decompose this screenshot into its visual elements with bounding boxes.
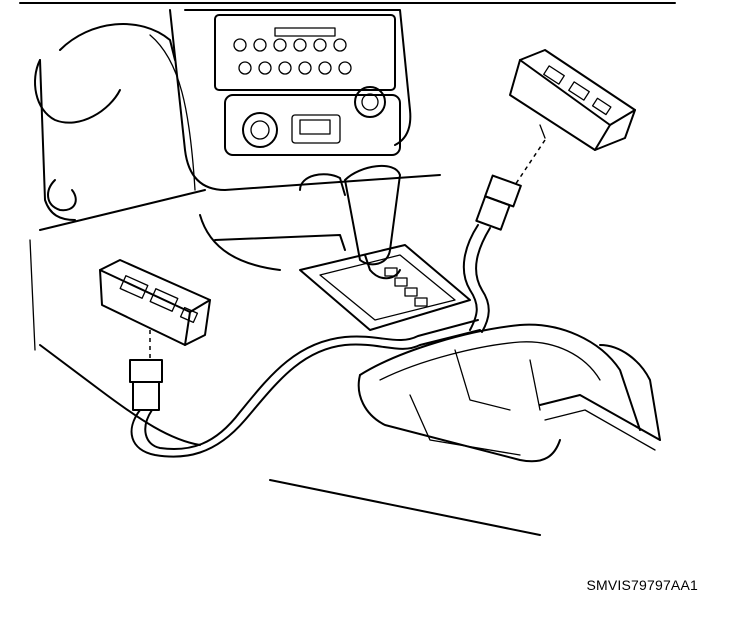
radio-unit <box>214 14 396 91</box>
climate-knob-left <box>242 112 278 148</box>
console-window-switch-illustration <box>19 2 676 536</box>
shifter-gate <box>199 214 471 331</box>
left-window-switch <box>99 259 211 346</box>
figure-code-label: SMVIS79797AA1 <box>586 577 698 593</box>
center-console-bin <box>357 323 661 463</box>
climate-knob-right <box>354 86 386 118</box>
right-switch-dashed-lead <box>514 139 546 186</box>
right-harness-connector <box>462 174 522 333</box>
left-harness-connector <box>129 319 481 458</box>
right-window-switch <box>509 49 636 151</box>
left-door-trim <box>34 23 206 231</box>
center-stack <box>169 9 441 191</box>
floor-lines <box>29 239 541 536</box>
climate-control-panel <box>224 94 401 156</box>
